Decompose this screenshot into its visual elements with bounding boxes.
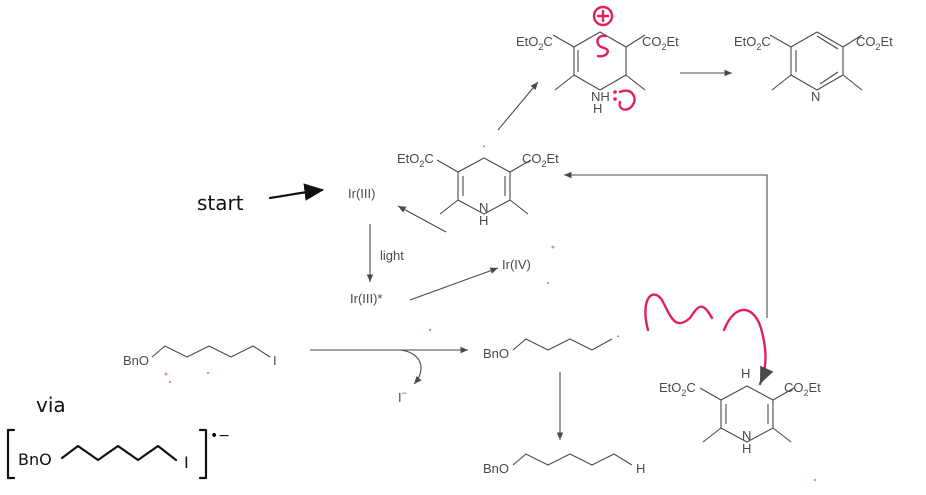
- svg-text:BnO: BnO: [18, 450, 52, 469]
- iodide-label: I−: [398, 388, 407, 405]
- dihydropyridyl-radical: · EtO2C CO2Et N H: [397, 138, 559, 228]
- via-label: via: [36, 393, 66, 417]
- ir3-label: Ir(III): [348, 186, 375, 201]
- radical-anion-bracket: BnO I •−: [6, 428, 230, 480]
- svg-text:CO2Et: CO2Et: [856, 34, 893, 52]
- svg-text:I: I: [273, 353, 277, 368]
- svg-text:I: I: [184, 453, 189, 472]
- co2et-label: CO: [642, 34, 662, 49]
- svg-text:·: ·: [616, 328, 620, 343]
- svg-text:CO2Et: CO2Et: [784, 380, 821, 398]
- svg-text:CO2Et: CO2Et: [642, 34, 679, 52]
- svg-text:BnO: BnO: [483, 346, 509, 361]
- svg-text:N: N: [742, 428, 751, 443]
- svg-text:N: N: [479, 200, 488, 215]
- dihydropyridine-radical-cation: EtO2C CO2Et NH H: [516, 31, 679, 116]
- svg-text:H: H: [636, 461, 645, 476]
- svg-text:EtO2C: EtO2C: [659, 380, 696, 398]
- alkane-product: BnO H: [483, 453, 645, 476]
- n-label: N: [811, 89, 820, 104]
- start-label: start: [197, 191, 244, 215]
- stray-marks: [164, 245, 817, 482]
- svg-text:H: H: [741, 366, 750, 381]
- nh-label: NH: [591, 89, 610, 104]
- svg-text:CO2Et: CO2Et: [522, 151, 559, 169]
- svg-text:•−: •−: [210, 428, 230, 444]
- radical-dot: ·: [482, 138, 486, 153]
- red-annotation-plus: [592, 5, 636, 111]
- pyridine-product: EtO2C CO2Et N: [734, 31, 893, 104]
- substrate-alkyl-iodide: BnO I: [123, 345, 277, 368]
- light-label: light: [380, 248, 404, 263]
- svg-text:BnO: BnO: [123, 353, 149, 368]
- svg-text:H: H: [742, 441, 751, 456]
- alkyl-radical: BnO ·: [483, 328, 620, 361]
- svg-text:EtO2C: EtO2C: [516, 34, 553, 52]
- svg-text:EtO2C: EtO2C: [397, 151, 434, 169]
- eto2c-label: EtO: [516, 34, 538, 49]
- h-label: H: [593, 101, 602, 116]
- ir4-label: Ir(IV): [502, 257, 531, 272]
- svg-text:H: H: [479, 213, 488, 228]
- svg-text:EtO2C: EtO2C: [734, 34, 771, 52]
- svg-text:BnO: BnO: [483, 461, 509, 476]
- ir3-excited-label: Ir(III)*: [350, 291, 383, 306]
- hantzsch-ester: H EtO2C CO2Et N H: [659, 366, 821, 456]
